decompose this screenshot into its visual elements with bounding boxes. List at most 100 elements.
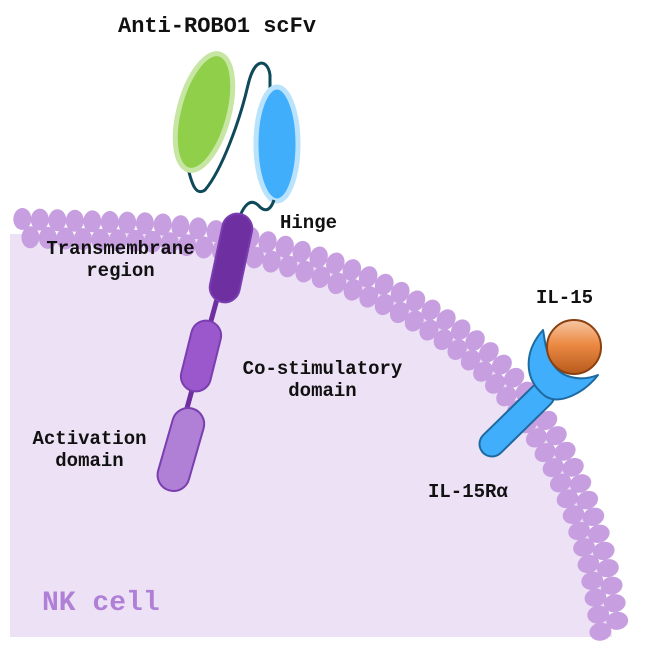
label-il15: IL-15: [536, 287, 594, 309]
label-activation-line2: domain: [55, 450, 124, 472]
membrane-lipid-bead: [491, 354, 512, 375]
hinge-linker: [238, 199, 276, 217]
membrane-lipid-bead: [569, 474, 592, 493]
membrane-lipid-bead: [13, 208, 32, 230]
il15-receptor: [478, 329, 599, 458]
membrane-lipid-bead: [275, 235, 294, 258]
label-transmembrane-line1: Transmembrane: [46, 238, 195, 260]
membrane-lipid-bead: [536, 410, 558, 431]
membrane-lipid-bead: [311, 266, 331, 289]
nk-cell-body: [10, 234, 612, 637]
membrane-lipid-bead: [279, 255, 298, 278]
scfv-linker: [186, 61, 272, 193]
membrane-lipid-bead: [525, 428, 547, 448]
membrane-lipid-bead: [404, 310, 424, 332]
membrane-lipid-bead: [554, 441, 576, 461]
il15-ligand: [546, 319, 602, 375]
membrane-lipid-bead: [419, 319, 439, 341]
label-nk-cell: NK cell: [42, 588, 160, 619]
membrane-lipid-bead: [188, 217, 207, 240]
membrane-lipid-bead: [135, 212, 154, 235]
membrane-lipid-bead: [108, 229, 127, 252]
membrane-lipid-bead: [30, 208, 49, 231]
membrane-lipid-bead: [100, 211, 119, 233]
membrane-lipid-bead: [359, 286, 379, 308]
label-activation-domain: Activation domain: [12, 428, 167, 472]
membrane-lipid-bead: [562, 505, 585, 524]
membrane-lipid-bead: [421, 299, 441, 321]
membrane-lipid-bead: [568, 521, 590, 541]
label-costim-line2: domain: [288, 380, 357, 402]
membrane-lipid-bead: [460, 349, 481, 371]
scfv-vl-domain: [253, 84, 301, 204]
membrane-lipid-bead: [390, 281, 410, 304]
co-stimulatory-domain: [179, 319, 223, 393]
membrane-lipid-bead: [358, 266, 378, 288]
membrane-lipid-bead: [545, 426, 567, 446]
membrane-lipid-bead: [65, 209, 84, 232]
membrane-lipid-bead: [258, 231, 277, 253]
label-co-stimulatory-domain: Co-stimulatory domain: [220, 358, 425, 402]
membrane-lipid-bead: [534, 442, 556, 463]
membrane-lipid-bead: [91, 228, 110, 251]
membrane-lipid-bead: [603, 594, 626, 613]
membrane-lipid-bead: [450, 319, 471, 341]
membrane-lipid-bead: [38, 226, 57, 249]
membrane-lipid-bead: [573, 538, 595, 557]
membrane-lipid-bead: [485, 373, 506, 394]
membrane-lipid-bead: [587, 605, 610, 624]
label-il15ra: IL-15Rα: [428, 481, 508, 503]
label-transmembrane-region: Transmembrane region: [28, 238, 213, 282]
membrane-lipid-bead: [581, 571, 604, 590]
membrane-lipid-bead: [160, 232, 179, 255]
membrane-lipid-bead: [171, 215, 190, 238]
membrane-lipid-bead: [56, 227, 75, 250]
membrane-lipid-bead: [73, 228, 92, 251]
label-hinge: Hinge: [280, 212, 338, 234]
scfv-vh-domain: [172, 51, 236, 173]
membrane-lipid-bead: [195, 236, 214, 259]
membrane-lipid-bead: [177, 234, 197, 257]
membrane-lipid-bead: [592, 541, 615, 561]
membrane-lipid-bead: [587, 524, 610, 543]
membrane-lipid-bead: [582, 507, 605, 527]
membrane-lipid-bead: [309, 246, 328, 269]
membrane-lipid-bead: [342, 259, 362, 281]
membrane-lipid-bead: [542, 458, 564, 478]
membrane-lipid-bead: [600, 576, 623, 595]
title-anti-robo1-scfv: Anti-ROBO1 scFv: [118, 14, 317, 39]
membrane-lipid-bead: [562, 457, 584, 477]
membrane-lipid-bead: [584, 588, 607, 607]
membrane-lipid-bead: [83, 210, 102, 233]
membrane-lipid-bead: [374, 293, 394, 316]
membrane-lipid-bead: [327, 272, 347, 295]
membrane-lipid-bead: [374, 273, 394, 296]
membrane-lipid-bead: [245, 246, 265, 269]
activation-domain: [156, 407, 206, 492]
membrane-lipid-bead: [436, 309, 456, 331]
membrane-lipid-bead: [143, 230, 162, 253]
membrane-lipid-bead: [295, 260, 314, 283]
membrane-lipid-bead: [549, 473, 572, 493]
membrane-lipid-bead: [589, 622, 612, 641]
membrane-lipid-bead: [465, 330, 485, 351]
membrane-lipid-bead: [292, 240, 311, 263]
membrane-lipid-bead: [21, 226, 40, 249]
membrane-lipid-bead: [262, 250, 281, 273]
membrane-lipid-bead: [473, 361, 494, 382]
membrane-lipid-bead: [433, 329, 453, 351]
cell-membrane: [13, 208, 629, 641]
membrane-lipid-bead: [118, 211, 137, 234]
membrane-lipid-bead: [48, 209, 67, 232]
label-activation-line1: Activation: [32, 428, 147, 450]
membrane-lipid-bead: [496, 386, 517, 407]
membrane-lipid-bead: [606, 611, 629, 630]
membrane-lipid-bead: [556, 489, 579, 509]
membrane-lipid-bead: [406, 290, 426, 312]
membrane-lipid-bead: [577, 554, 600, 574]
membrane-lipid-bead: [389, 301, 409, 324]
membrane-lipid-bead: [326, 252, 345, 275]
label-costim-line1: Co-stimulatory: [242, 358, 403, 380]
membrane-lipid-bead: [447, 339, 467, 360]
